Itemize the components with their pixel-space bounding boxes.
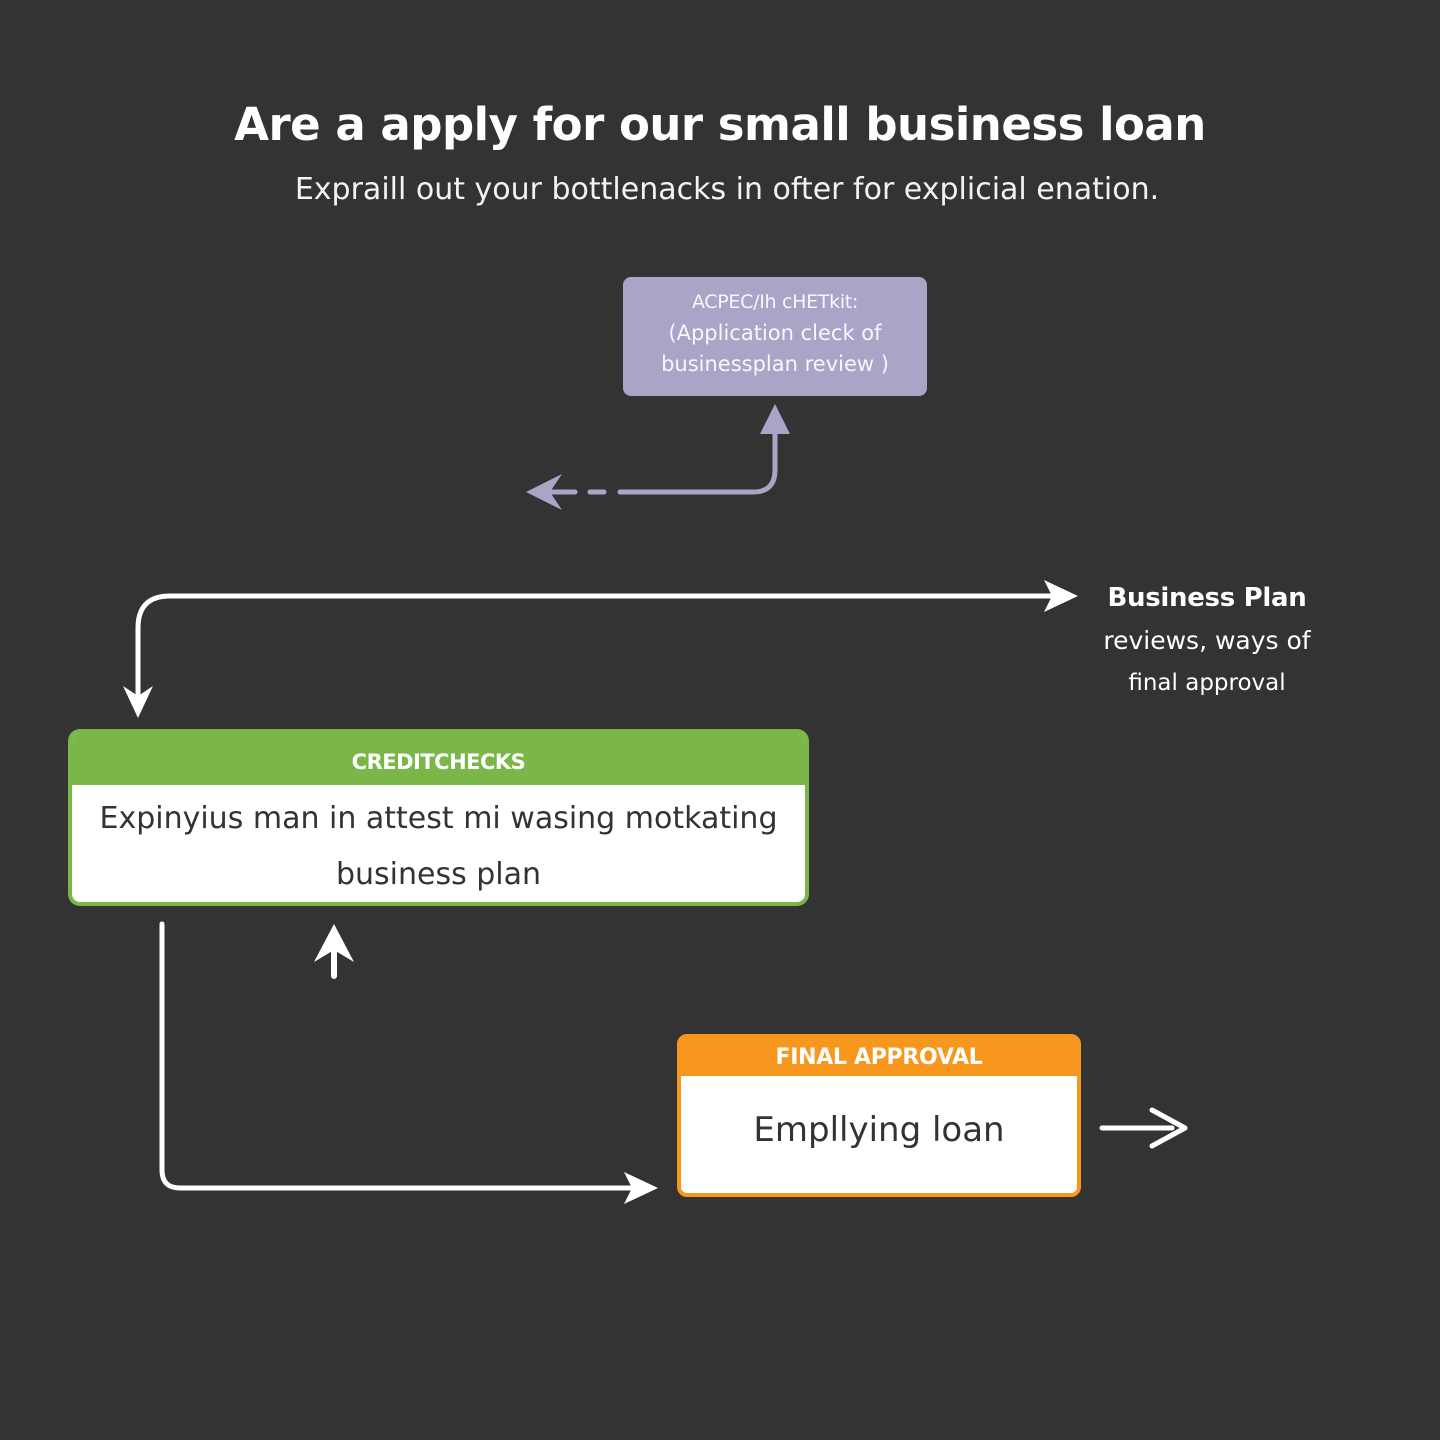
- business-plan-note-title: Business Plan: [1107, 583, 1307, 613]
- arrowhead-down-credit-checks: [123, 686, 153, 718]
- arrowhead-right-business-plan: [1044, 580, 1078, 612]
- arrowhead-left-purple: [526, 474, 562, 510]
- page-title: Are a apply for our small business loan: [234, 98, 1206, 151]
- final-approval-body: Empllying loan: [753, 1110, 1005, 1150]
- final-approval-header: FINAL APPROVAL: [681, 1038, 1077, 1076]
- application-check-heading: ACPEC/Ih cHETkit:: [691, 291, 859, 313]
- business-plan-note-line-1: reviews, ways of: [1103, 626, 1311, 655]
- application-check-node: ACPEC/Ih cHETkit: (Application cleck of …: [623, 277, 927, 396]
- arrowhead-right-final-approval: [624, 1172, 658, 1204]
- arrowhead-up-credit-checks: [314, 924, 354, 962]
- credit-checks-body: Expinyius man in attest mi wasing motkat…: [72, 785, 805, 902]
- application-check-line-2: (Application cleck of: [668, 321, 882, 345]
- final-approval-node: FINAL APPROVAL Empllying loan: [677, 1034, 1081, 1197]
- arrowhead-right-exit: [1149, 1107, 1188, 1149]
- application-check-line-3: businessplan review ): [661, 352, 889, 376]
- page-subtitle: Expraill out your bottlenacks in ofter f…: [294, 172, 1160, 207]
- credit-checks-header: CREDITCHECKS: [72, 733, 805, 785]
- credit-checks-node: CREDITCHECKS Expinyius man in attest mi …: [68, 729, 809, 906]
- arrow-back-to-start: [543, 421, 778, 495]
- credit-checks-body-line-1: Expinyius man in attest mi wasing motkat…: [99, 801, 778, 836]
- credit-checks-body-line-2: business plan: [335, 857, 542, 892]
- arrow-credit-to-final-approval: [159, 921, 639, 1191]
- business-plan-note: Business Plan reviews, ways of final app…: [1080, 577, 1334, 705]
- arrow-loop-to-business-plan: [135, 593, 1058, 703]
- business-plan-note-line-2: final approval: [1128, 670, 1286, 696]
- arrowhead-up-purple: [760, 404, 790, 434]
